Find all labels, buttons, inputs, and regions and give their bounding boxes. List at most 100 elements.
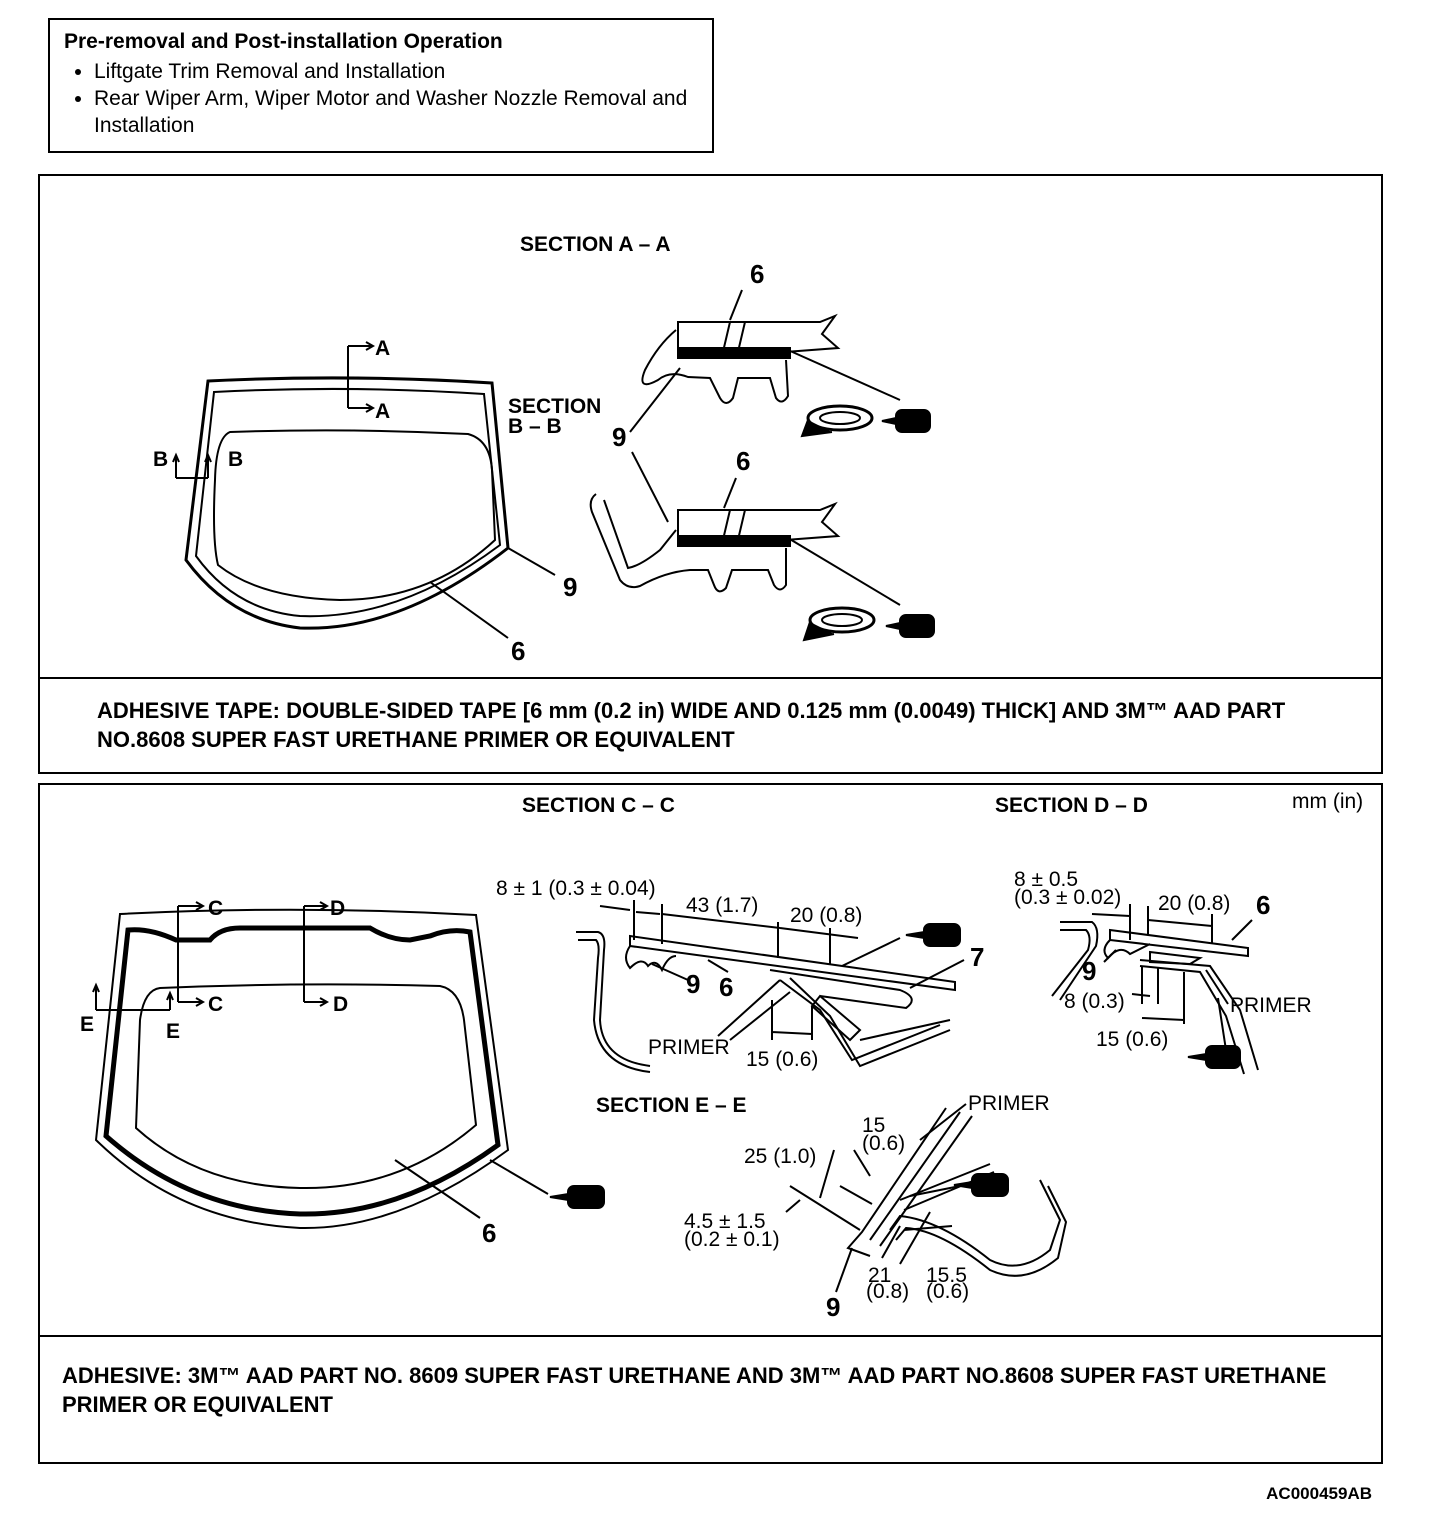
section-marker-c (177, 901, 206, 1007)
leader-9-dd (1103, 949, 1117, 963)
leader-6-aa (729, 289, 743, 321)
section-dd-label: SECTION D – D (995, 794, 1148, 817)
section-marker-d (303, 901, 330, 1007)
leader-urethane-cc (841, 937, 901, 967)
dim-dd-8: 8 ± 0.5 (1014, 868, 1078, 891)
adhesive-note: ADHESIVE: 3M™ AAD PART NO. 8609 SUPER FA… (62, 1363, 1327, 1417)
tape-note: ADHESIVE TAPE: DOUBLE-SIDED TAPE [6 mm (… (97, 698, 1286, 752)
mark-e-left: E (80, 1013, 94, 1036)
primer-ee: PRIMER (968, 1092, 1050, 1115)
part-6-dd: 6 (1256, 890, 1270, 920)
leader-6-glass-lower (394, 1159, 481, 1219)
leader-9-ee (835, 1247, 853, 1293)
dim-ee-21-in: (0.8) (866, 1280, 909, 1303)
dim-arrow (599, 905, 661, 915)
dim-ee-15: 15 (862, 1114, 885, 1137)
leader-urethane-ee (909, 1185, 961, 1197)
part-9-cc: 9 (686, 969, 700, 999)
leader-primer-ee (919, 1103, 967, 1141)
panel-tape: ADHESIVE TAPE: DOUBLE-SIDED TAPE [6 mm (… (38, 174, 1383, 774)
preop-box: Pre-removal and Post-installation Operat… (48, 18, 714, 153)
leader-6-glass (429, 581, 509, 639)
panel-divider (40, 1335, 1381, 1337)
leader-9-aa-bb (629, 367, 681, 523)
primer-bottle-icon (881, 409, 931, 433)
leader-6-cc (707, 959, 729, 973)
dim-ee-45: 4.5 ± 1.5 (684, 1210, 766, 1233)
part-9-glass: 9 (563, 572, 577, 602)
dim-cc-8: 8 ± 1 (0.3 ± 0.04) (496, 877, 656, 900)
section-cc-label: SECTION C – C (522, 794, 675, 817)
leader-6-bb (723, 477, 737, 509)
dim-arrow (881, 1211, 953, 1265)
leader-tape-bb (787, 537, 901, 606)
part-9-aa-bb: 9 (612, 422, 626, 452)
dim-cc-15: 15 (0.6) (746, 1048, 818, 1071)
primer-bottle-icon (885, 614, 935, 638)
figure-code: AC000459AB (1266, 1484, 1372, 1503)
mark-d-top: D (330, 897, 345, 920)
preop-list: Liftgate Trim Removal and Installation R… (64, 58, 698, 139)
dim-arrow (819, 1149, 873, 1205)
urethane-nozzle-icon (549, 1185, 605, 1209)
leader-urethane-glass (489, 1159, 549, 1195)
dim-ee-155: 15.5 (926, 1264, 967, 1287)
section-bb-label-1: SECTION (508, 395, 601, 418)
section-marker-e (92, 982, 174, 1011)
dim-ee-21: 21 (868, 1264, 891, 1287)
mark-b-right: B (228, 448, 243, 471)
dim-dd-15: 15 (0.6) (1096, 1028, 1168, 1051)
part-6-glass-lower: 6 (482, 1218, 496, 1248)
section-marker-a (347, 341, 376, 413)
leader-urethane-dd (1217, 997, 1227, 1051)
dim-arrow (1147, 914, 1213, 944)
urethane-nozzle-icon (1187, 1045, 1241, 1069)
urethane-nozzle-icon (905, 923, 961, 947)
leader-primer-dd (1205, 969, 1229, 1005)
liftgate-glass-upper (184, 376, 510, 630)
section-cc-detail (576, 931, 956, 1073)
dim-ee-155-in: (0.6) (926, 1280, 969, 1303)
panel-adhesive: ADHESIVE: 3M™ AAD PART NO. 8609 SUPER FA… (38, 783, 1383, 1464)
leader-9-glass (507, 547, 556, 576)
tape-roll-icon (802, 606, 876, 642)
dim-arrow (779, 927, 859, 939)
dim-ee-45-in: (0.2 ± 0.1) (684, 1228, 780, 1251)
dim-arrow (771, 1000, 813, 1040)
mark-d-bottom: D (333, 993, 348, 1016)
section-aa-label: SECTION A – A (520, 233, 671, 256)
part-6-glass: 6 (511, 636, 525, 666)
part-7-cc: 7 (970, 942, 984, 972)
section-aa-detail (641, 313, 841, 404)
leader-tape-aa (787, 349, 901, 401)
primer-dd: PRIMER (1230, 994, 1312, 1017)
leader-9-cc (651, 963, 689, 981)
part-9-ee: 9 (826, 1292, 840, 1322)
dim-cc-43: 43 (1.7) (686, 894, 758, 917)
preop-title: Pre-removal and Post-installation Operat… (64, 30, 503, 53)
section-marker-b (172, 452, 212, 479)
dim-dd-8b: 8 (0.3) (1064, 990, 1125, 1013)
dim-ee-25: 25 (1.0) (744, 1145, 816, 1168)
dim-ee-15-in: (0.6) (862, 1132, 905, 1155)
section-dd-detail (1051, 921, 1259, 1075)
part-6-cc: 6 (719, 972, 733, 1002)
part-6-bb: 6 (736, 446, 750, 476)
dim-arrow (1131, 966, 1159, 1004)
leader-primer-cc (717, 979, 791, 1041)
dim-extension (633, 900, 831, 964)
leader-7-cc (909, 959, 965, 989)
mark-b-left: B (153, 448, 168, 471)
mark-e-right: E (166, 1020, 180, 1043)
mark-a-bottom: A (375, 400, 390, 423)
dim-arrow (785, 1185, 861, 1231)
panel-divider (40, 677, 1381, 679)
dim-arrow (1141, 972, 1185, 1024)
section-bb-detail (589, 493, 841, 593)
section-ee-label: SECTION E – E (596, 1094, 747, 1117)
section-bb-label-2: B – B (508, 415, 562, 438)
part-6-aa: 6 (750, 259, 764, 289)
dim-arrow (661, 913, 781, 929)
dim-dd-20: 20 (0.8) (1158, 892, 1230, 915)
